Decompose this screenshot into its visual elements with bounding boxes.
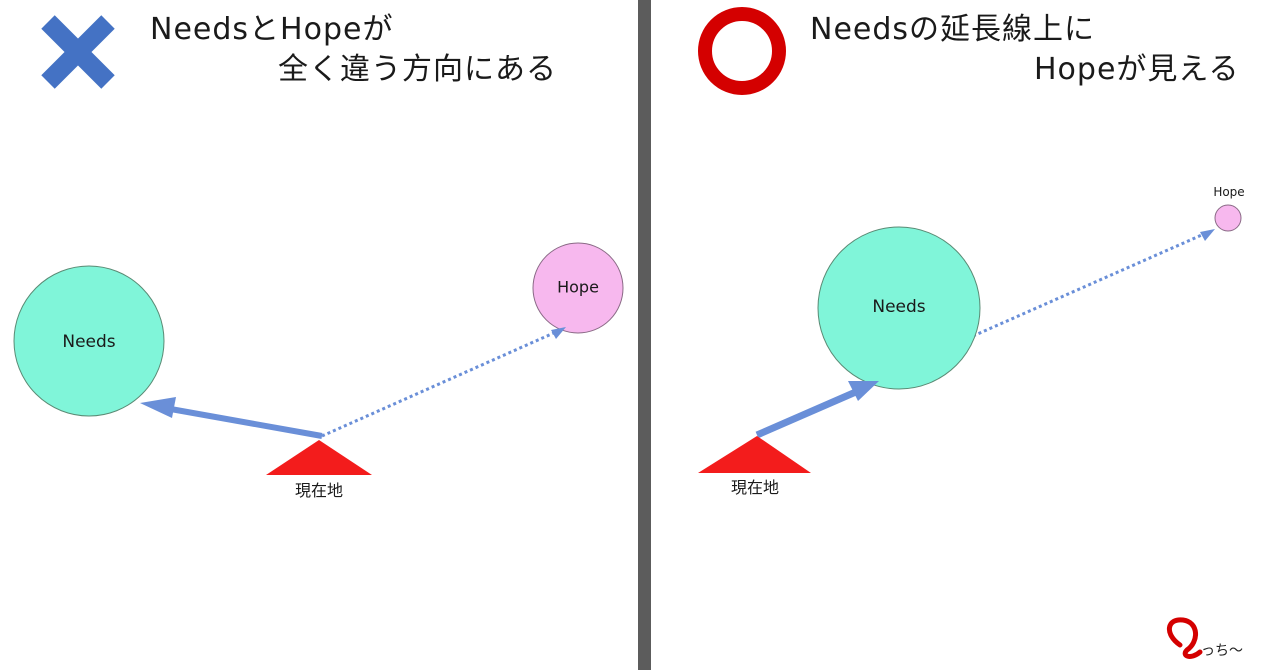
current-location-label: 現在地	[294, 481, 344, 500]
solid-arrow-to-needs	[755, 381, 879, 439]
current-location-triangle	[266, 440, 372, 475]
dotted-arrow-to-hope	[972, 229, 1215, 338]
dotted-arrow-to-hope	[321, 327, 566, 438]
hope-label: Hope	[1213, 185, 1245, 199]
left-title-line-1: NeedsとHopeが	[150, 12, 394, 47]
signature-text: っち～	[1201, 643, 1243, 659]
hope-circle	[1214, 204, 1242, 232]
right-title-line-1: Needsの延長線上に	[810, 12, 1096, 47]
needs-label: Needs	[62, 332, 116, 352]
left-panel-wrong-direction: NeedsとHopeが 全く違う方向にある Needs Hope 現在地	[0, 0, 638, 670]
cross-mark-icon	[41, 15, 115, 89]
hope-label: Hope	[557, 277, 599, 297]
needs-circle	[817, 226, 981, 390]
solid-arrow-to-needs	[140, 397, 323, 439]
left-title-line-2: 全く違う方向にある	[278, 52, 557, 87]
signature-logo-icon	[1167, 617, 1203, 659]
hope-circle	[532, 242, 624, 334]
right-panel-aligned-direction: Needsの延長線上に Hopeが見える Needs Hope 現在地 っち～	[651, 0, 1280, 670]
circle-mark-icon	[698, 7, 786, 95]
needs-label: Needs	[872, 297, 926, 317]
panel-divider	[638, 0, 651, 670]
right-title-line-2: Hopeが見える	[1034, 52, 1240, 87]
right-panel-diagram	[698, 7, 1242, 659]
left-panel-diagram	[13, 15, 624, 475]
needs-circle	[13, 265, 165, 417]
current-location-triangle	[698, 436, 811, 473]
current-location-label: 現在地	[730, 478, 780, 497]
